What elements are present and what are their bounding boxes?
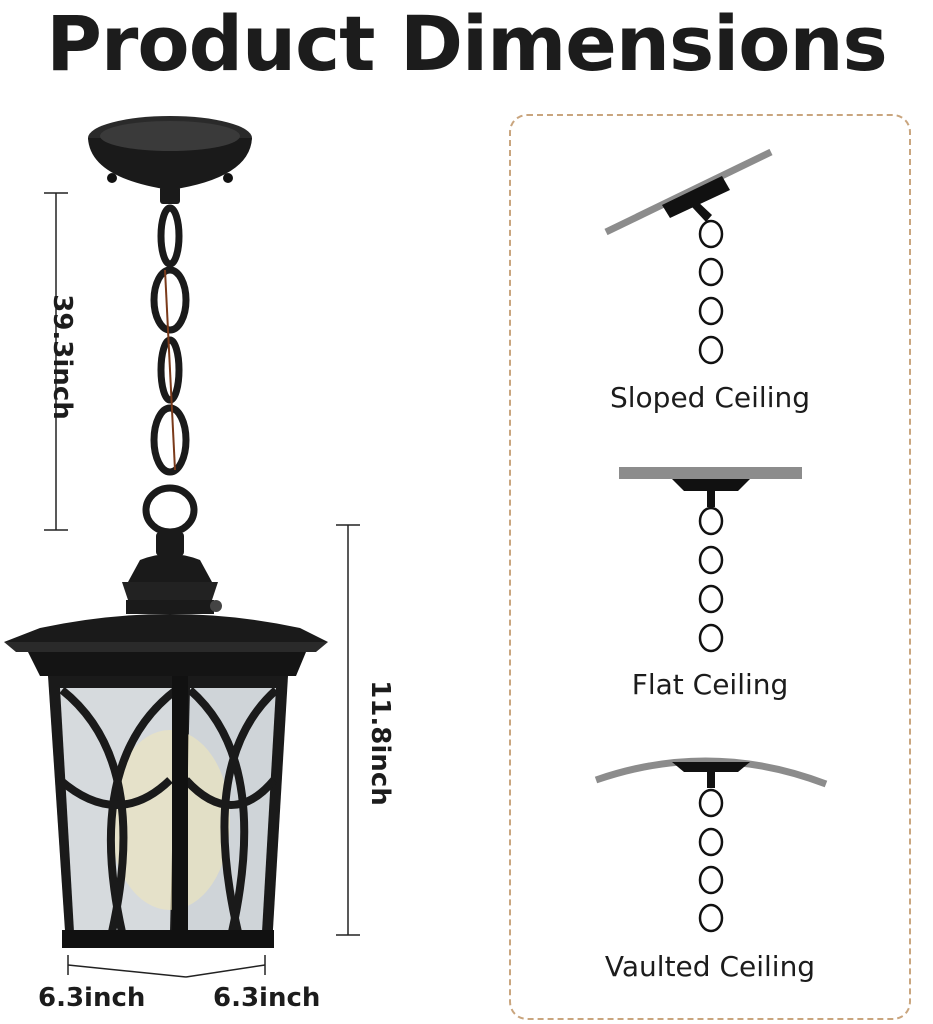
flat-ceiling-label: Flat Ceiling bbox=[631, 668, 789, 701]
page-title: Product Dimensions bbox=[46, 0, 888, 88]
sloped-ceiling-diagram bbox=[604, 148, 773, 365]
lantern-height-label: 11.8inch bbox=[365, 680, 395, 806]
lantern-height-dimension-line bbox=[336, 524, 360, 936]
ceiling-types-panel bbox=[509, 114, 911, 1020]
vaulted-ceiling-label: Vaulted Ceiling bbox=[604, 950, 816, 983]
lamp-glass-body bbox=[48, 676, 288, 948]
chain-length-dimension-line bbox=[44, 192, 68, 531]
lamp-canopy bbox=[88, 116, 252, 204]
flat-ceiling-diagram bbox=[619, 467, 802, 653]
chain-length-label: 39.3inch bbox=[47, 294, 77, 420]
vaulted-ceiling-diagram bbox=[594, 757, 828, 933]
width-b-label: 6.3inch bbox=[213, 983, 321, 1013]
lamp-roof bbox=[4, 532, 328, 676]
width-a-label: 6.3inch bbox=[38, 983, 146, 1013]
width-dimension-lines bbox=[67, 955, 266, 978]
sloped-ceiling-label: Sloped Ceiling bbox=[610, 381, 810, 414]
